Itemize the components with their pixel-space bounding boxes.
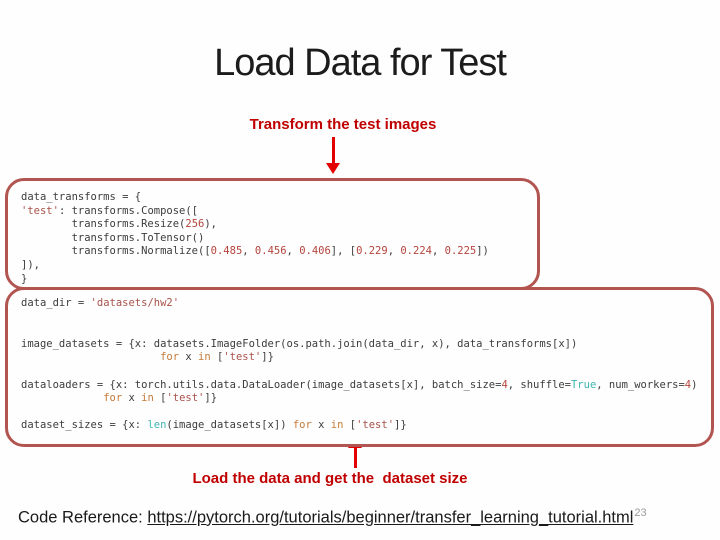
code-line: transforms.Resize(256), <box>21 218 217 231</box>
code-line: transforms.ToTensor() <box>21 231 205 244</box>
page-number: 23 <box>634 507 647 519</box>
code-line: 'test': transforms.Compose([ <box>21 204 199 217</box>
down-arrow-shaft <box>332 137 335 164</box>
transforms-code-box: data_transforms = {'test': transforms.Co… <box>5 178 540 290</box>
load-data-code-box: data_dir = 'datasets/hw2' image_datasets… <box>5 287 714 447</box>
code-line <box>21 324 711 338</box>
up-arrow-shaft <box>354 446 357 468</box>
code-line: dataset_sizes = {x: len(image_datasets[x… <box>21 419 407 432</box>
code-line: ]), <box>21 258 40 271</box>
code-line: data_transforms = { <box>21 191 142 203</box>
code-line <box>21 311 711 325</box>
code-line: transforms.Normalize([0.485, 0.456, 0.40… <box>21 245 489 258</box>
code-reference-link[interactable]: https://pytorch.org/tutorials/beginner/t… <box>147 508 634 527</box>
code-line: image_datasets = {x: datasets.ImageFolde… <box>21 337 578 350</box>
code-line: data_dir = 'datasets/hw2' <box>21 297 180 309</box>
down-arrow-icon <box>326 137 340 174</box>
page-title: Load Data for Test <box>214 42 507 84</box>
code-line <box>21 406 711 420</box>
code-line: for x in ['test']} <box>160 351 274 364</box>
code-line: } <box>21 272 28 285</box>
code-reference-prefix: Code Reference: <box>18 508 148 527</box>
code-reference: Code Reference: https://pytorch.org/tuto… <box>18 507 647 528</box>
code-line: dataloaders = {x: torch.utils.data.DataL… <box>21 378 698 391</box>
down-arrow-head <box>326 163 340 174</box>
annotation-load-label: Load the data and get the dataset size <box>192 470 468 487</box>
code-line: for x in ['test']} <box>103 392 218 405</box>
annotation-transform-label: Transform the test images <box>249 116 437 133</box>
code-line <box>21 365 711 379</box>
